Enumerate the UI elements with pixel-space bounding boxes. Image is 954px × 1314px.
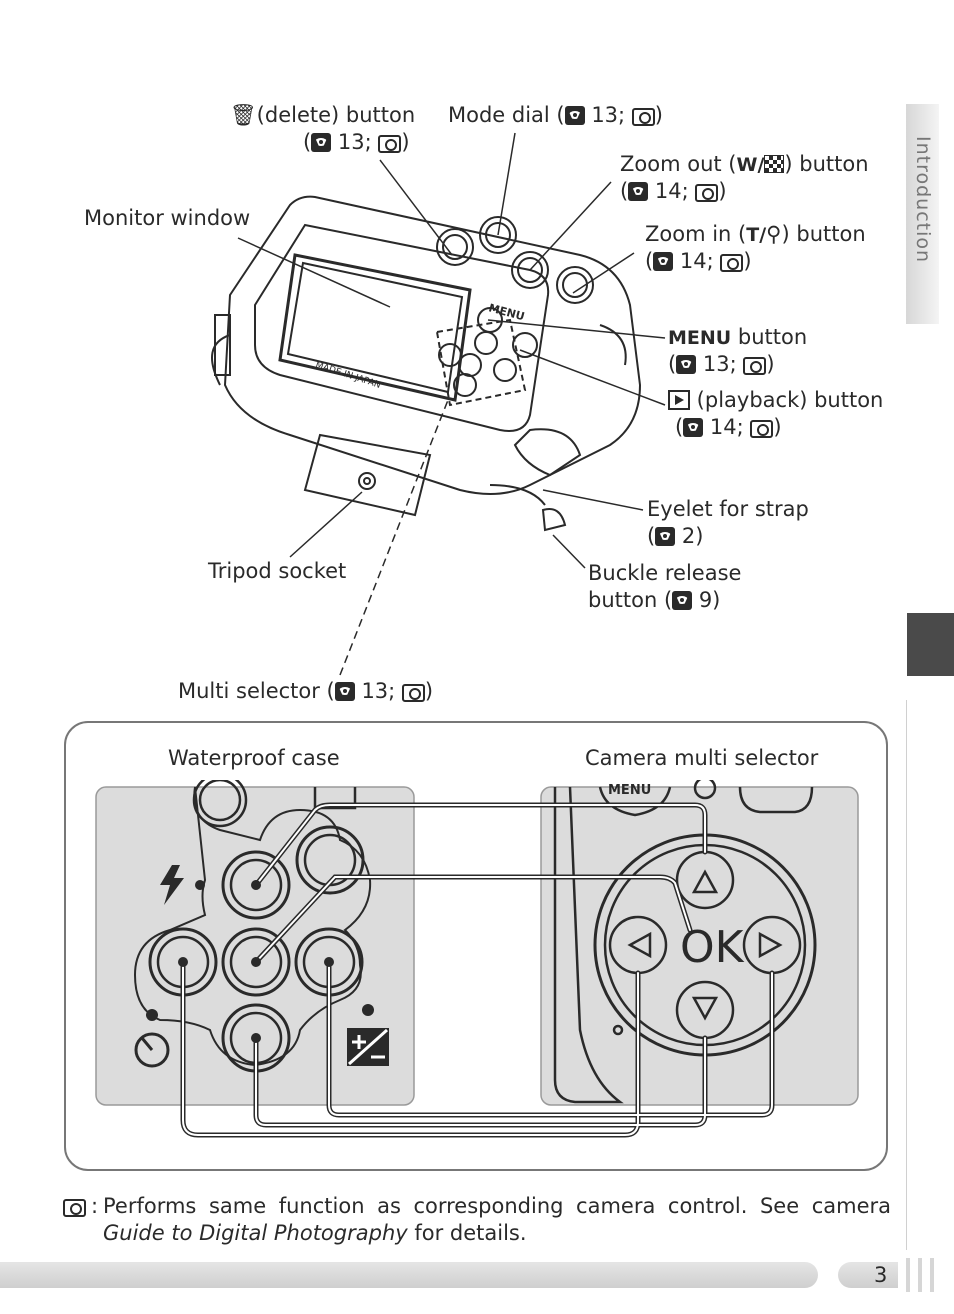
zoom-out-label: Zoom out (W/) button	[620, 152, 869, 176]
delete-button-ref: ( 13; )	[303, 130, 410, 154]
footnote: : Performs same function as correspondin…	[63, 1193, 891, 1245]
menu-fragment: MENU	[608, 783, 651, 798]
camera-guide-icon	[63, 1199, 86, 1217]
waterproof-case-title: Waterproof case	[168, 746, 340, 770]
page-ref-icon	[334, 682, 355, 701]
page-ref-icon	[683, 418, 704, 437]
zoom-out-ref: ( 14; )	[620, 179, 727, 203]
camera-guide-icon	[401, 684, 425, 702]
multi-selector-diagram: OK MENU	[95, 780, 859, 1138]
camera-guide-icon	[631, 108, 655, 126]
camera-guide-icon	[378, 135, 402, 153]
footnote-text: Performs same function as corresponding …	[103, 1194, 891, 1245]
page-ref-icon	[676, 355, 697, 374]
eyelet-ref: ( 2)	[647, 524, 704, 548]
section-tab	[906, 104, 939, 324]
magnifier-icon: ⚲	[766, 222, 782, 246]
flash-icon	[160, 865, 184, 905]
monitor-window-label: Monitor window	[84, 206, 251, 230]
page-ref-icon	[564, 106, 585, 125]
camera-guide-icon	[695, 184, 719, 202]
footer-tick	[930, 1258, 934, 1292]
mode-dial-label: Mode dial ( 13; )	[448, 103, 663, 127]
zoom-in-ref: ( 14; )	[645, 249, 752, 273]
playback-button-label: (playback) button	[668, 387, 883, 414]
playback-button-ref: ( 14; )	[675, 415, 782, 439]
menu-button-label: MENU button	[668, 325, 808, 349]
leader-lines	[237, 132, 666, 676]
multi-selector-label: Multi selector ( 13; )	[178, 679, 434, 703]
footer-tick	[906, 1258, 910, 1292]
playback-icon	[668, 390, 690, 410]
buckle-release-ref: button ( 9)	[588, 588, 721, 612]
camera-illustration: MADE IN JAPAN MENU	[211, 195, 642, 532]
camera-guide-icon	[750, 420, 774, 438]
page-ref-icon	[653, 252, 674, 271]
footer-tick	[918, 1258, 922, 1292]
page-ref-icon	[655, 527, 676, 546]
menu-button-ref: ( 13; )	[668, 352, 775, 376]
footer-bar	[0, 1262, 818, 1288]
page-ref-icon	[628, 182, 649, 201]
thumbnail-icon	[764, 155, 785, 173]
trash-icon: 🗑	[230, 103, 257, 127]
camera-guide-icon	[743, 357, 767, 375]
inset-panel	[64, 721, 888, 1171]
camera-multi-selector-title: Camera multi selector	[585, 746, 819, 770]
divider	[906, 700, 907, 1250]
footer-bar-right	[838, 1262, 898, 1288]
page-ref-icon	[672, 591, 693, 610]
self-timer-icon	[134, 1032, 170, 1068]
buckle-release-label: Buckle release	[588, 561, 742, 585]
camera-guide-icon	[720, 254, 744, 272]
delete-button-label: 🗑(delete) button	[230, 103, 416, 127]
zoom-in-label: Zoom in (T/⚲) button	[645, 222, 866, 246]
tripod-socket-label: Tripod socket	[208, 559, 347, 583]
eyelet-label: Eyelet for strap	[647, 497, 809, 521]
page-number: 3	[874, 1263, 888, 1287]
section-tab-label: Introduction	[912, 136, 934, 264]
page-ref-icon	[311, 133, 332, 152]
section-marker	[907, 613, 954, 676]
